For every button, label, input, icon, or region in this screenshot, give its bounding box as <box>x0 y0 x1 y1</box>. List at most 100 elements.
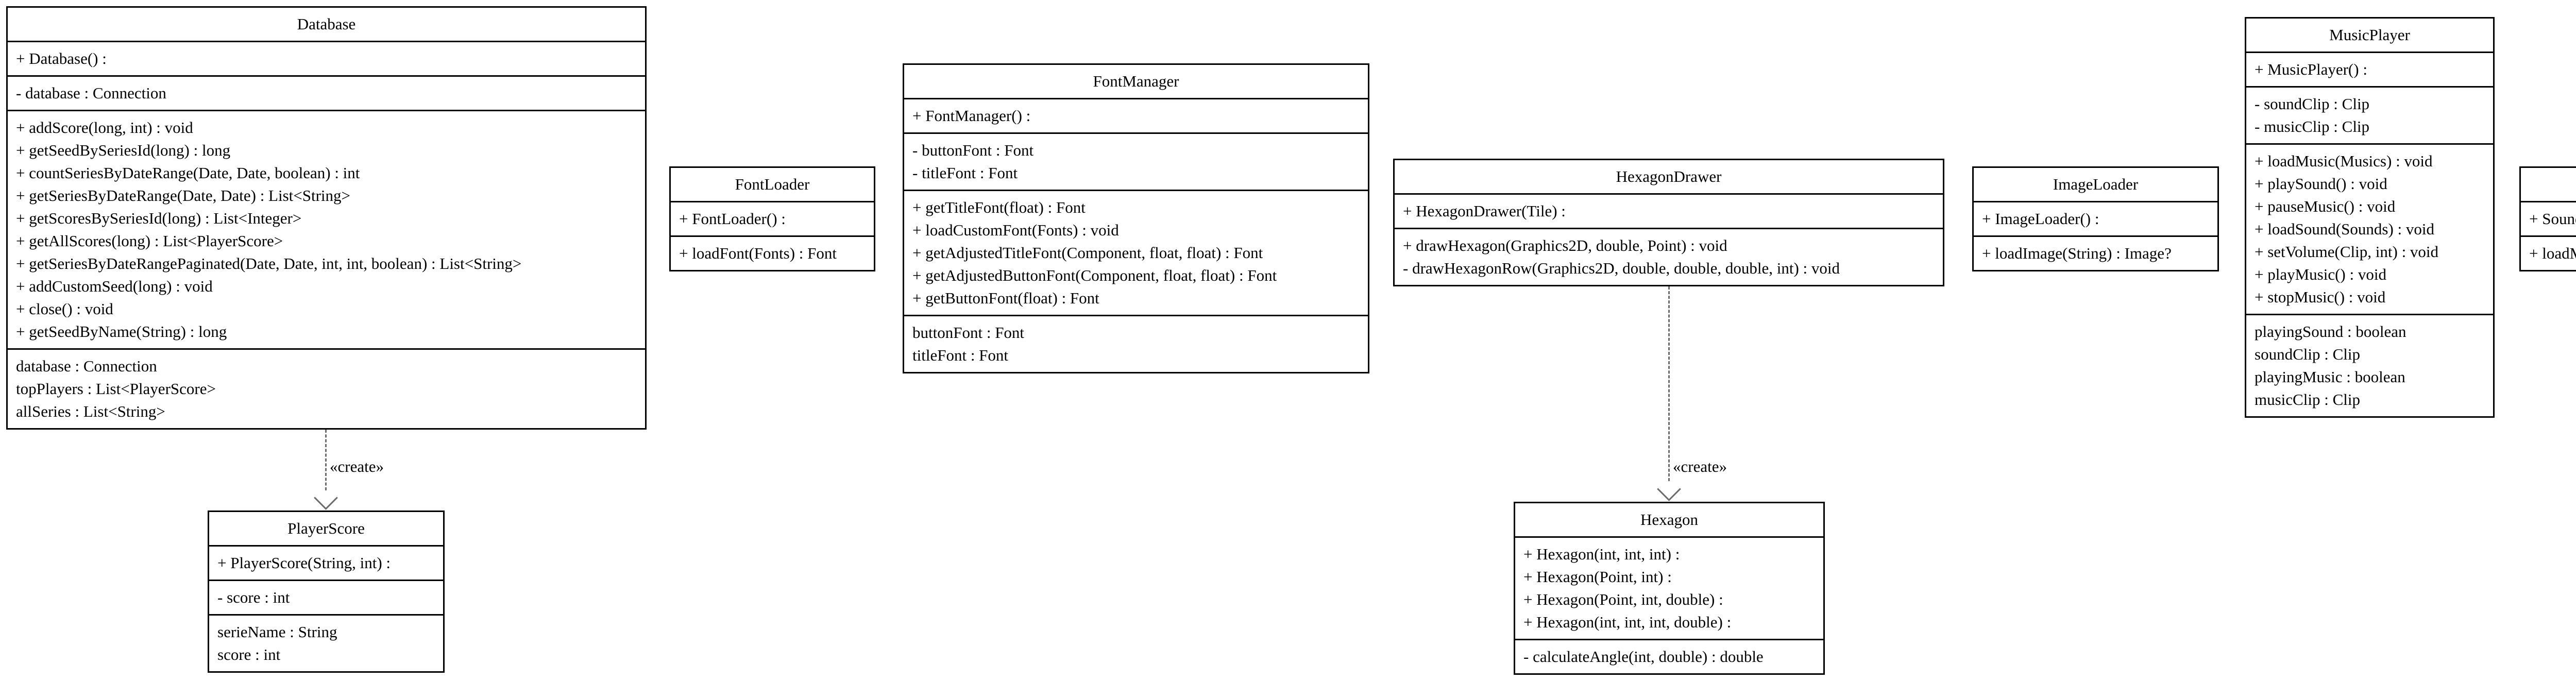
uml-member: serieName : String <box>217 623 337 641</box>
uml-member: topPlayers : List<PlayerScore> <box>16 380 216 398</box>
uml-member: + HexagonDrawer(Tile) : <box>1403 202 1566 220</box>
fields-compartment: serieName : String score : int <box>209 614 443 671</box>
class-title: SoundLoader <box>2521 168 2576 201</box>
class-soundloader: SoundLoader + SoundLoader() : + loadMusi… <box>2519 166 2576 271</box>
class-hexagondrawer: HexagonDrawer + HexagonDrawer(Tile) : + … <box>1393 159 1944 286</box>
create-dependency-line <box>325 430 327 490</box>
class-title: FontLoader <box>735 175 810 193</box>
uml-member: + getButtonFont(float) : Font <box>912 289 1099 307</box>
class-database: Database + Database() : - database : Con… <box>6 6 647 430</box>
constructor-compartment: + HexagonDrawer(Tile) : <box>1395 193 1943 228</box>
class-imageloader: ImageLoader + ImageLoader() : + loadImag… <box>1972 166 2219 271</box>
uml-member: soundClip : Clip <box>2255 345 2360 363</box>
class-title: ImageLoader <box>2053 175 2139 193</box>
uml-member: database : Connection <box>16 357 157 375</box>
class-title: Hexagon <box>1640 510 1698 529</box>
methods-compartment: + getTitleFont(float) : Font + loadCustom… <box>904 190 1368 315</box>
uml-member: + drawHexagon(Graphics2D, double, Point)… <box>1403 236 1727 254</box>
uml-member: + SoundLoader() : <box>2529 210 2576 228</box>
methods-compartment: - calculateAngle(int, double) : double <box>1515 639 1823 673</box>
uml-member: + loadFont(Fonts) : Font <box>679 244 837 262</box>
arrowhead-icon <box>314 486 338 510</box>
uml-member: + getAllScores(long) : List<PlayerScore> <box>16 232 283 250</box>
attributes-compartment: - soundClip : Clip - musicClip : Clip <box>2246 86 2493 143</box>
constructor-compartment: + Hexagon(int, int, int) : + Hexagon(Poin… <box>1515 536 1823 639</box>
uml-member: + FontLoader() : <box>679 210 786 228</box>
uml-member: - calculateAngle(int, double) : double <box>1523 648 1764 666</box>
methods-compartment: + addScore(long, int) : void + getSeedByS… <box>8 110 645 348</box>
uml-member: + addCustomSeed(long) : void <box>16 277 213 295</box>
class-musicplayer: MusicPlayer + MusicPlayer() : - soundCli… <box>2245 17 2495 418</box>
methods-compartment: + loadMusic(Musics) : void + playSound() … <box>2246 143 2493 314</box>
constructor-compartment: + SoundLoader() : <box>2521 201 2576 235</box>
uml-member: + Hexagon(int, int, int) : <box>1523 545 1680 563</box>
uml-member: + stopMusic() : void <box>2255 288 2386 306</box>
uml-member: + loadImage(String) : Image? <box>1982 244 2172 262</box>
uml-member: + loadCustomFont(Fonts) : void <box>912 221 1119 239</box>
methods-compartment: + loadFont(Fonts) : Font <box>671 235 874 270</box>
constructor-compartment: + PlayerScore(String, int) : <box>209 545 443 580</box>
uml-member: + loadSound(Sounds) : void <box>2255 220 2435 238</box>
class-title: FontManager <box>1093 72 1179 90</box>
uml-member: + getSeedBySeriesId(long) : long <box>16 141 231 159</box>
uml-member: playingSound : boolean <box>2255 322 2406 340</box>
uml-member: + Hexagon(Point, int) : <box>1523 568 1672 586</box>
create-stereotype-label: «create» <box>330 457 384 475</box>
uml-member: + loadMusic(String) : Clip? <box>2529 244 2576 262</box>
uml-member: + addScore(long, int) : void <box>16 118 193 137</box>
uml-member: + getScoresBySeriesId(long) : List<Integ… <box>16 209 302 227</box>
uml-member: score : int <box>217 645 281 663</box>
class-title: HexagonDrawer <box>1616 167 1722 185</box>
uml-member: - titleFont : Font <box>912 164 1018 182</box>
uml-member: + Database() : <box>16 49 107 67</box>
methods-compartment: + drawHexagon(Graphics2D, double, Point)… <box>1395 228 1943 285</box>
uml-member: + PlayerScore(String, int) : <box>217 554 391 572</box>
uml-member: + pauseMusic() : void <box>2255 197 2396 215</box>
uml-member: + getTitleFont(float) : Font <box>912 198 1086 216</box>
constructor-compartment: + FontManager() : <box>904 98 1368 132</box>
uml-member: + countSeriesByDateRange(Date, Date, boo… <box>16 164 360 182</box>
attributes-compartment: - score : int <box>209 580 443 614</box>
create-stereotype-label: «create» <box>1673 457 1727 475</box>
uml-member: + loadMusic(Musics) : void <box>2255 152 2433 170</box>
constructor-compartment: + ImageLoader() : <box>1974 201 2217 235</box>
uml-member: + ImageLoader() : <box>1982 210 2099 228</box>
constructor-compartment: + MusicPlayer() : <box>2246 52 2493 86</box>
class-title: MusicPlayer <box>2329 26 2410 44</box>
methods-compartment: + loadImage(String) : Image? <box>1974 235 2217 270</box>
methods-compartment: + loadMusic(String) : Clip? <box>2521 235 2576 270</box>
attributes-compartment: - database : Connection <box>8 75 645 110</box>
uml-member: + getAdjustedTitleFont(Component, float,… <box>912 244 1263 262</box>
class-hexagon: Hexagon + Hexagon(int, int, int) :+ Hexa… <box>1514 502 1825 675</box>
uml-member: + getAdjustedButtonFont(Component, float… <box>912 266 1277 284</box>
uml-member: - buttonFont : Font <box>912 141 1034 159</box>
uml-member: + getSeriesByDateRange(Date, Date) : Lis… <box>16 186 351 205</box>
uml-member: + MusicPlayer() : <box>2255 60 2367 78</box>
arrowhead-icon <box>1657 477 1681 501</box>
uml-member: - musicClip : Clip <box>2255 117 2370 135</box>
uml-member: + Hexagon(int, int, int, double) : <box>1523 613 1732 631</box>
uml-member: + FontManager() : <box>912 107 1031 125</box>
uml-member: + playMusic() : void <box>2255 265 2386 283</box>
attributes-compartment: - buttonFont : Font - titleFont : Font <box>904 132 1368 190</box>
uml-member: buttonFont : Font <box>912 324 1025 342</box>
uml-member: - score : int <box>217 588 290 606</box>
uml-member: allSeries : List<String> <box>16 402 165 420</box>
constructor-compartment: + FontLoader() : <box>671 201 874 235</box>
constructor-compartment: + Database() : <box>8 41 645 75</box>
fields-compartment: database : Connection topPlayers : List<P… <box>8 348 645 428</box>
create-dependency-line <box>1668 286 1670 481</box>
class-fontmanager: FontManager + FontManager() : - buttonFo… <box>903 63 1369 373</box>
uml-member: + getSeedByName(String) : long <box>16 322 227 340</box>
uml-member: - drawHexagonRow(Graphics2D, double, dou… <box>1403 259 1840 277</box>
uml-member: - database : Connection <box>16 84 166 102</box>
class-fontloader: FontLoader + FontLoader() : + loadFont(F… <box>669 166 875 271</box>
uml-member: + Hexagon(Point, int, double) : <box>1523 590 1723 608</box>
class-title: PlayerScore <box>287 519 365 537</box>
uml-member: musicClip : Clip <box>2255 390 2360 408</box>
uml-member: - soundClip : Clip <box>2255 95 2370 113</box>
uml-member: + playSound() : void <box>2255 175 2387 193</box>
